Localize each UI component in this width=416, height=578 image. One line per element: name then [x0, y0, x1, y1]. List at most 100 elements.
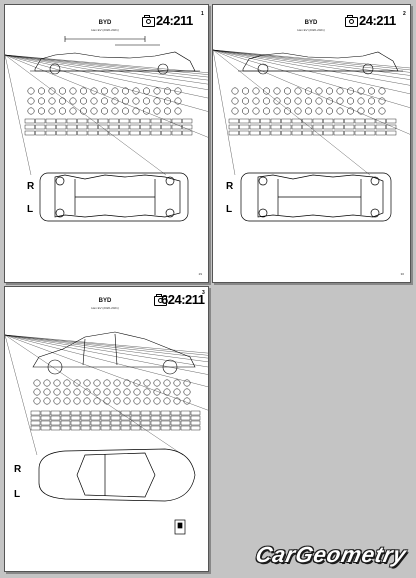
measurement-cell — [30, 415, 41, 421]
reference-point-symbol — [368, 107, 375, 115]
reference-point-symbol — [48, 87, 56, 95]
measurement-cell — [302, 118, 313, 124]
measurement-cell — [344, 124, 355, 130]
measurement-cell — [249, 130, 260, 136]
measurement-cell — [45, 118, 56, 124]
leader-line — [5, 54, 208, 90]
measurement-cell — [344, 118, 355, 124]
measurement-cell — [119, 124, 130, 130]
measurement-cell — [108, 118, 119, 124]
reference-point-symbol — [48, 107, 56, 115]
reference-point-symbol — [93, 397, 101, 405]
measurement-cell — [80, 415, 91, 421]
measurement-cell — [77, 124, 88, 130]
measurement-cell — [119, 130, 130, 136]
measurement-cell — [170, 415, 181, 421]
page-code: 624:211 — [161, 292, 205, 307]
reference-point-symbol — [326, 87, 333, 95]
reference-point-symbol — [263, 97, 270, 105]
reference-point-symbol — [336, 97, 344, 105]
measurement-cell — [90, 420, 101, 426]
reference-point-symbol — [53, 379, 61, 387]
measurement-cell — [302, 124, 313, 130]
reference-point-symbol — [90, 97, 98, 105]
reference-point-symbol — [122, 87, 129, 95]
reference-point-symbol — [143, 388, 151, 396]
leader-line — [213, 49, 371, 176]
measurement-cell — [77, 118, 88, 124]
measurement-cell — [171, 118, 182, 124]
page-code: 24:211 — [359, 13, 396, 28]
measurement-cell — [80, 420, 91, 426]
reference-point-symbol — [183, 397, 191, 405]
reference-point-symbol — [336, 107, 344, 115]
measurement-cell — [45, 124, 56, 130]
measurement-cell — [260, 130, 271, 136]
reference-point-symbol — [284, 107, 291, 115]
measurement-cell — [150, 118, 161, 124]
measurement-cell — [150, 415, 161, 421]
measurement-cell — [270, 118, 281, 124]
reference-point-symbol — [113, 388, 121, 396]
measurement-cell — [140, 425, 151, 431]
page-number: 30 — [400, 272, 404, 276]
reference-point-symbol — [73, 397, 81, 405]
leader-line — [5, 54, 208, 73]
reference-point-symbol — [173, 388, 181, 396]
right-side-label: R — [14, 464, 22, 475]
measurement-cell — [140, 118, 151, 124]
reference-point-symbol — [111, 87, 119, 95]
reference-point-symbol — [315, 97, 323, 105]
reference-point-symbol — [231, 87, 239, 95]
measurement-cell — [50, 420, 61, 426]
reference-point-symbol — [326, 97, 333, 105]
measurement-cell — [239, 118, 250, 124]
measurement-cell — [70, 415, 81, 421]
measurement-cell — [354, 124, 365, 130]
measurement-cell — [56, 130, 67, 136]
measurement-cell — [150, 420, 161, 426]
measurement-cell — [170, 420, 181, 426]
measurement-cell — [120, 415, 131, 421]
measurement-cell — [180, 415, 191, 421]
measurement-cell — [323, 118, 334, 124]
reference-point-symbol — [80, 97, 87, 105]
reference-point-symbol — [252, 97, 260, 105]
measurement-cell — [180, 425, 191, 431]
measurement-cell — [182, 130, 193, 136]
reference-point-symbol — [143, 97, 150, 105]
measurement-cell — [281, 124, 292, 130]
reference-point-symbol — [231, 107, 239, 115]
page-model: Han EV (2020-2021) — [91, 28, 119, 32]
page-sheet-number: 1 — [201, 11, 204, 17]
reference-point-symbol — [133, 397, 141, 405]
measurement-cell — [312, 130, 323, 136]
measurement-cell — [24, 118, 35, 124]
reference-point-symbol — [93, 388, 101, 396]
leader-line — [5, 54, 208, 75]
measurement-cell — [120, 425, 131, 431]
measurement-cell — [375, 124, 386, 130]
reference-point-symbol — [43, 397, 51, 405]
camera-icon — [154, 294, 167, 306]
reference-point-symbol — [284, 97, 291, 105]
reference-point-symbol — [153, 107, 161, 115]
measurement-cell — [56, 124, 67, 130]
leader-line — [5, 334, 208, 362]
measurement-cell — [60, 410, 71, 416]
measurement-cell — [110, 415, 121, 421]
measurement-cell — [170, 410, 181, 416]
measurement-cell — [344, 130, 355, 136]
measurement-cell — [120, 420, 131, 426]
measurement-cell — [375, 118, 386, 124]
reference-point-symbol — [113, 397, 121, 405]
measurement-cell — [87, 124, 98, 130]
measurement-cell — [182, 118, 193, 124]
reference-point-symbol — [33, 397, 41, 405]
leader-line — [5, 334, 208, 368]
left-side-label: L — [14, 489, 21, 500]
reference-point-symbol — [53, 397, 61, 405]
reference-point-symbol — [368, 97, 375, 105]
reference-point-symbol — [174, 107, 182, 115]
measurement-cell — [239, 124, 250, 130]
